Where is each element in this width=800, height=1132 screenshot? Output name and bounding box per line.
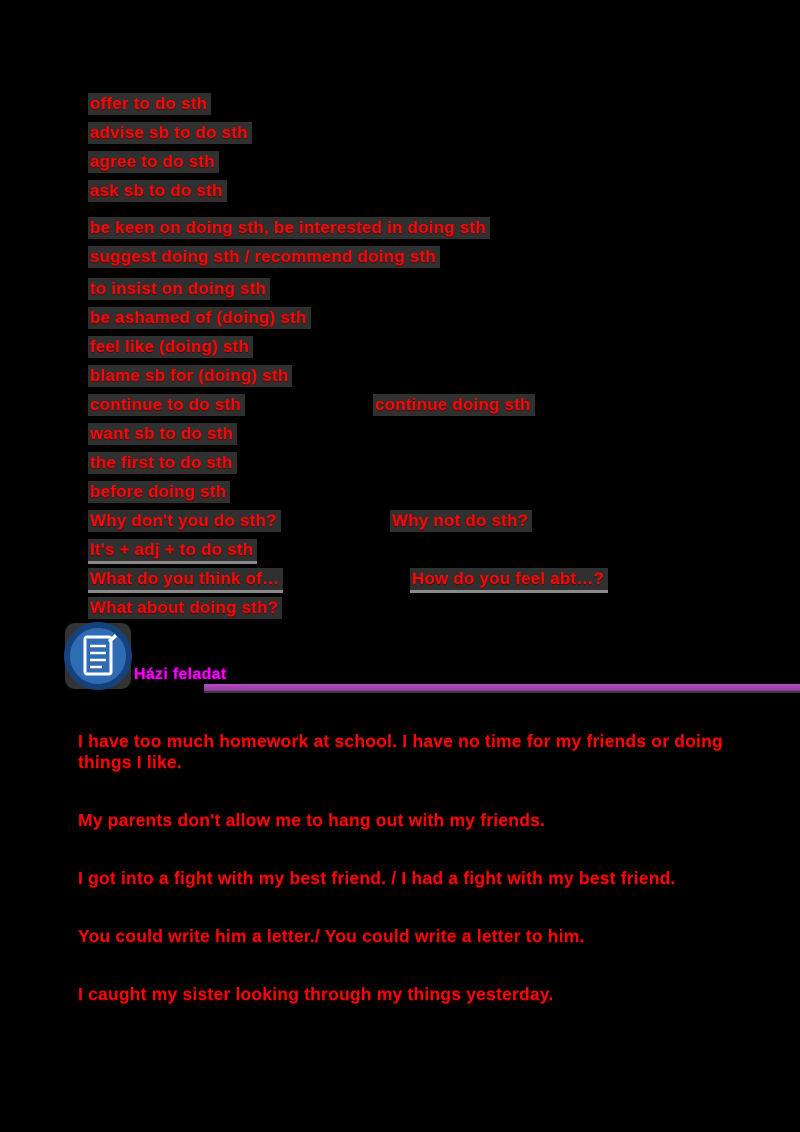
vocab-row: feel like (doing) sth <box>88 336 788 366</box>
vocab-row: want sb to do sth <box>88 423 788 453</box>
vocab-row: ask sb to do sth <box>88 180 788 210</box>
vocab-row: be keen on doing sth, be interested in d… <box>88 217 788 247</box>
vocab-left-text: feel like (doing) sth <box>88 336 254 358</box>
vocab-row: before doing sth <box>88 481 788 511</box>
vocab-left-text: Why don't you do sth? <box>88 510 281 532</box>
vocab-row: offer to do sth <box>88 93 788 123</box>
vocab-left-text: It's + adj + to do sth <box>88 539 258 564</box>
vocab-row: What about doing sth? <box>88 597 788 627</box>
vocab-left-text: want sb to do sth <box>88 423 238 445</box>
vocab-right-text: continue doing sth <box>373 394 535 416</box>
homework-title: Házi feladat <box>134 666 227 683</box>
exercise-paragraph: My parents don't allow me to hang out wi… <box>78 810 546 830</box>
vocab-row: continue to do sth continue doing sth <box>88 394 788 424</box>
vocab-left-text: be ashamed of (doing) sth <box>88 307 311 329</box>
vocab-left-text: offer to do sth <box>88 93 212 115</box>
vocab-row: suggest doing sth / recommend doing sth <box>88 246 788 276</box>
vocab-left-text: agree to do sth <box>88 151 219 173</box>
vocab-left-text: What about doing sth? <box>88 597 283 619</box>
exercise-paragraphs: I have too much homework at school. I ha… <box>78 731 738 1042</box>
vocab-left-text: be keen on doing sth, be interested in d… <box>88 217 490 239</box>
exercise-paragraph: I caught my sister looking through my th… <box>78 984 554 1004</box>
vocab-left-text: to insist on doing sth <box>88 278 271 300</box>
vocab-row: to insist on doing sth <box>88 278 788 308</box>
vocab-list: offer to do sth advise sb to do sth agree … <box>88 93 788 627</box>
vocab-left-text: continue to do sth <box>88 394 245 416</box>
exercise-paragraph: I have too much homework at school. I ha… <box>78 731 723 772</box>
exercise-paragraph: You could write him a letter./ You could… <box>78 926 585 946</box>
vocab-left-text: blame sb for (doing) sth <box>88 365 293 387</box>
vocab-right-text: How do you feel abt…? <box>410 568 609 593</box>
vocab-left-text: before doing sth <box>88 481 231 503</box>
section-divider <box>204 684 800 693</box>
vocab-row: It's + adj + to do sth <box>88 539 788 569</box>
vocab-row: agree to do sth <box>88 151 788 181</box>
vocab-left-text: What do you think of… <box>88 568 284 593</box>
vocab-left-text: ask sb to do sth <box>88 180 227 202</box>
vocab-left-text: the first to do sth <box>88 452 237 474</box>
vocab-left-text: suggest doing sth / recommend doing sth <box>88 246 440 268</box>
vocab-row: What do you think of… How do you feel abt… <box>88 568 788 598</box>
document-icon <box>62 620 134 692</box>
vocab-row: Why don't you do sth? Why not do sth? <box>88 510 788 540</box>
vocab-row: the first to do sth <box>88 452 788 482</box>
vocab-row: blame sb for (doing) sth <box>88 365 788 395</box>
vocab-left-text: advise sb to do sth <box>88 122 252 144</box>
vocab-right-text: Why not do sth? <box>390 510 533 532</box>
vocab-row: advise sb to do sth <box>88 122 788 152</box>
vocab-row: be ashamed of (doing) sth <box>88 307 788 337</box>
exercise-paragraph: I got into a fight with my best friend. … <box>78 868 676 888</box>
